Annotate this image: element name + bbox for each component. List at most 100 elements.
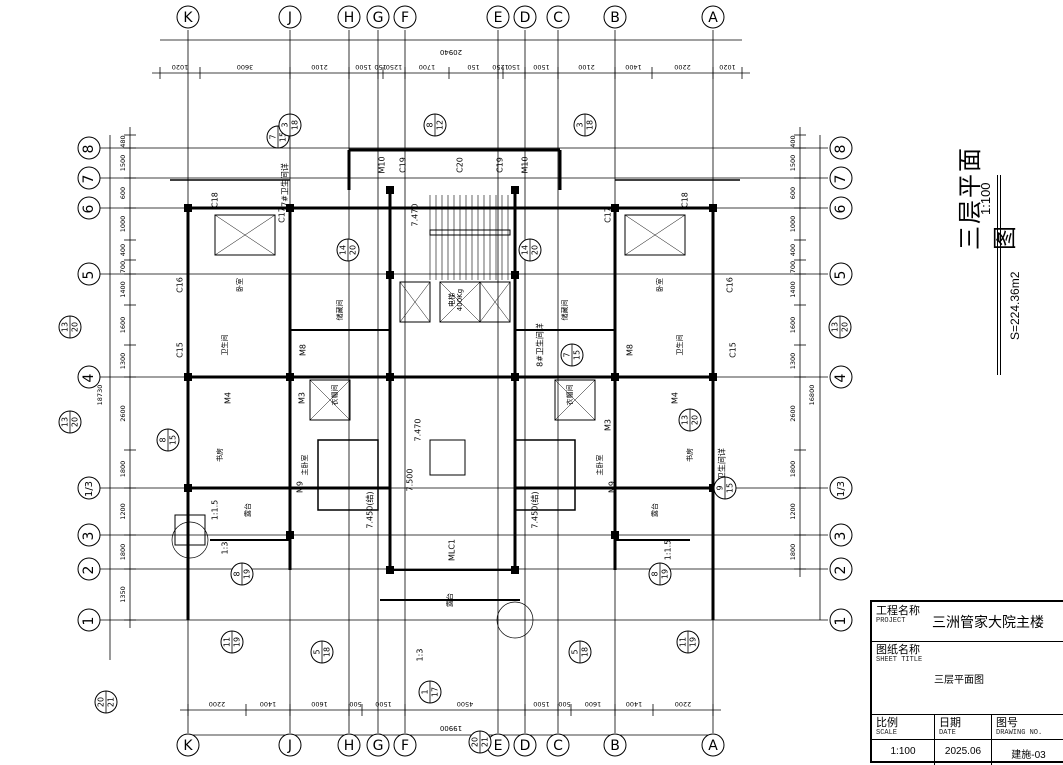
axis-label: F [401, 10, 409, 26]
dimension-text: 1350 [119, 586, 127, 603]
room-label: 储藏间 [560, 300, 569, 321]
annotation-text: 1:1.5 [211, 500, 220, 521]
axis-label: D [520, 10, 531, 26]
detail-ref-sheet: 21 [107, 697, 116, 707]
axis-label: 4 [81, 373, 97, 382]
dimension-text: 1800 [119, 461, 127, 478]
detail-ref-number: 9 [716, 485, 725, 490]
fixture-box [214, 214, 276, 256]
detail-ref-number: 3 [576, 122, 585, 127]
detail-ref-sheet: 19 [661, 569, 670, 579]
dimension-text: 1600 [119, 317, 127, 334]
dimension-text: 1200 [119, 503, 127, 520]
axis-bubble [77, 608, 101, 632]
axis-label: H [344, 738, 355, 754]
detail-ref-sheet: 17 [431, 687, 440, 697]
annotation-text: M3 [298, 392, 307, 404]
room-label: 书房 [685, 448, 694, 462]
dimension-text: 150 [508, 63, 520, 71]
annotation-text: 9#卫生间详 [717, 448, 727, 492]
annotation-text: M9 [608, 481, 617, 493]
axis-bubble [337, 733, 361, 757]
drawing-scale: 1:100 [978, 182, 993, 215]
detail-ref-sheet: 20 [71, 417, 80, 427]
axis-label: 1/3 [836, 481, 847, 497]
room-label: 储藏间 [335, 300, 344, 321]
axis-bubble [278, 5, 302, 29]
column [286, 204, 294, 212]
detail-ref-sheet: 19 [689, 637, 698, 647]
axis-bubble [366, 5, 390, 29]
detail-ref-number: 3 [281, 122, 290, 127]
dimension-text: 2100 [311, 63, 328, 71]
dimension-text: 1400 [260, 700, 277, 708]
scale-label: 比例 [876, 716, 898, 729]
detail-ref-number: 14 [339, 245, 348, 255]
dimension-text: 1700 [419, 63, 436, 71]
annotation-text: M3 [604, 419, 613, 431]
axis-label: C [553, 738, 563, 754]
annotation-text: 8#卫生间详 [535, 323, 545, 367]
axis-label: K [183, 10, 193, 26]
axis-bubble [829, 136, 853, 160]
dimension-text: 1400 [625, 63, 642, 71]
dimension-text: 1600 [789, 317, 797, 334]
axis-bubble [337, 5, 361, 29]
axis-label: 5 [81, 271, 97, 280]
fixture-cross [439, 281, 481, 323]
detail-ref-number: 20 [471, 737, 480, 747]
room-label: 卫生间 [220, 335, 229, 356]
annotation-text: 1:1.5 [664, 540, 673, 561]
title-underline [997, 175, 1001, 375]
axis-bubble [829, 523, 853, 547]
annotation-text: MLC1 [448, 539, 457, 561]
axis-bubble [701, 733, 725, 757]
detail-ref-sheet: 18 [581, 647, 590, 657]
detail-ref-sheet: 18 [586, 120, 595, 130]
detail-ref-number: 13 [831, 322, 840, 332]
detail-ref-number: 5 [313, 649, 322, 654]
structural-columns [184, 186, 717, 574]
axis-label: 8 [833, 145, 849, 154]
column [511, 373, 519, 381]
dimension-text: 480 [119, 135, 127, 147]
column [184, 373, 192, 381]
annotation-text: C15 [176, 342, 185, 358]
title-block-sheet-row: 图纸名称 SHEET TITLE 三层平面图 [872, 641, 1063, 715]
detail-ref-sheet: 20 [841, 322, 850, 332]
dimension-text: 1500 [789, 155, 797, 172]
annotation-text: M4 [671, 392, 680, 404]
room-label: 衣帽间 [565, 385, 574, 406]
annotation-text: 7.450(结) [530, 491, 540, 528]
axis-bubble [77, 136, 101, 160]
axis-bubble [176, 5, 200, 29]
detail-ref-sheet: 15 [573, 350, 582, 360]
axis-label: A [708, 738, 718, 754]
dimension-text: 1300 [789, 353, 797, 370]
dimension-text: 1500 [119, 155, 127, 172]
dimension-text: 400 [789, 244, 797, 256]
dimension-total-text: 19900 [440, 724, 462, 732]
detail-ref-sheet: 15 [169, 435, 178, 445]
axis-label: G [373, 10, 384, 26]
column [511, 186, 519, 194]
room-label: 露台 [445, 593, 454, 607]
annotation-text: 7.500 [406, 469, 415, 492]
column [511, 271, 519, 279]
annotation-text: C17 [278, 207, 287, 223]
axis-bubble [829, 196, 853, 220]
axis-bubble [603, 733, 627, 757]
detail-ref-number: 8 [233, 571, 242, 576]
axis-label: 4 [833, 373, 849, 382]
detail-ref-number: 5 [571, 649, 580, 654]
detail-ref-sheet: 20 [691, 415, 700, 425]
axis-bubble [486, 5, 510, 29]
dimension-text: 400 [119, 244, 127, 256]
dimension-text: 1400 [119, 281, 127, 298]
project-label-en: PROJECT [876, 617, 906, 625]
dimension-text: 150 [374, 63, 386, 71]
detail-ref-sheet: 15 [726, 483, 735, 493]
dimension-text: 1000 [119, 216, 127, 233]
column [386, 373, 394, 381]
axis-label: A [708, 10, 718, 26]
